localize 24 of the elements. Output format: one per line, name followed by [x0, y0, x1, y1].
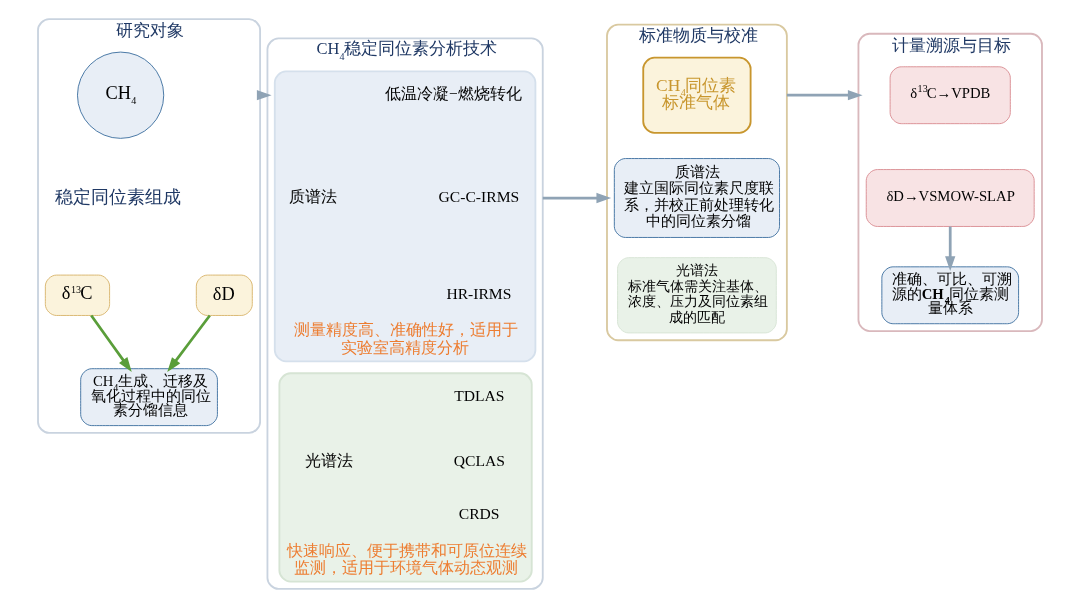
node-box: δD→VSMOW-SLAP: [865, 169, 1035, 227]
node-box: CH$_{4}$同位素标准气体: [642, 56, 752, 134]
node-text: 低温冷凝−燃烧转化: [384, 84, 522, 102]
node-box: 光谱法 标准气体需关注基体、浓度、压力及同位素组成的匹配: [617, 257, 777, 334]
node-box: δ$^{13}$C: [44, 274, 111, 316]
node-text: 质谱法: [289, 187, 338, 205]
arrow: [167, 314, 211, 372]
node-text: CRDS: [458, 505, 500, 523]
arrow: [786, 90, 863, 101]
node-circle: CH$_{4}$: [77, 51, 165, 139]
node-box: δ$^{13}$C→VPDB: [889, 66, 1011, 125]
node-text: 光谱法: [305, 452, 354, 470]
node-text: 稳定同位素组成: [55, 186, 182, 207]
node-box: CH$_{4}$生成、迁移及氧化过程中的同位素分馏信息: [80, 368, 218, 427]
arrow: [542, 192, 612, 204]
node-box: 准确、可比、可溯源的CH$_{4}$同位素测量体系: [881, 266, 1020, 325]
arrow: [945, 226, 956, 271]
node-box: 质谱法 建立国际同位素尺度联系，并校正前处理转化中的同位素分馏: [613, 158, 780, 238]
node-text: HR-IRMS: [446, 285, 512, 303]
node-text: TDLAS: [454, 386, 505, 404]
node-text: QCLAS: [453, 452, 505, 470]
node-text: GC-C-IRMS: [438, 187, 520, 205]
node-box: δD: [195, 274, 253, 316]
arrow: [90, 314, 132, 373]
